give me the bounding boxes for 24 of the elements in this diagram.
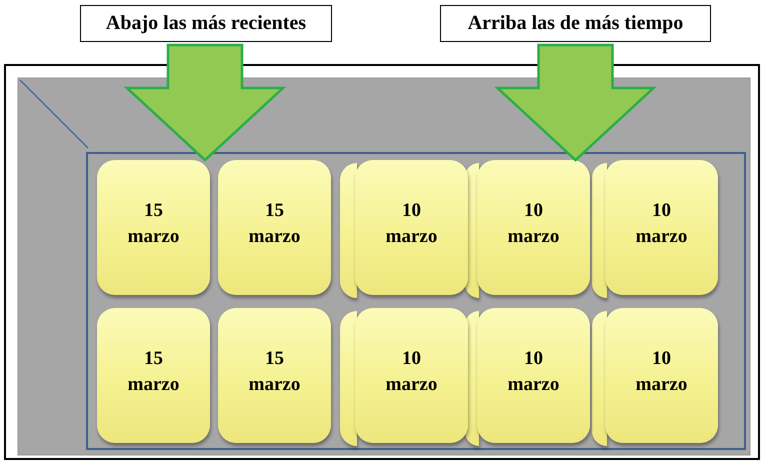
date-text: 10 marzo [508, 347, 560, 397]
date-card [97, 160, 210, 295]
date-card [218, 160, 331, 295]
date-card [355, 308, 468, 443]
date-card [477, 308, 590, 443]
caption-box: Abajo las más recientes [80, 5, 332, 42]
date-text: 10 marzo [386, 347, 438, 397]
date-card [605, 160, 718, 295]
date-card [605, 308, 718, 443]
date-text: 10 marzo [386, 199, 438, 249]
block-arrow [494, 44, 657, 162]
date-text: 15 marzo [248, 347, 300, 397]
date-text: 15 marzo [248, 199, 300, 249]
date-text: 10 marzo [508, 199, 560, 249]
date-card [477, 160, 590, 295]
caption-box: Arriba las de más tiempo [440, 5, 711, 42]
date-card [355, 160, 468, 295]
date-card [97, 308, 210, 443]
block-arrow [124, 44, 286, 162]
date-text: 10 marzo [636, 199, 688, 249]
date-text: 15 marzo [128, 199, 180, 249]
date-card [218, 308, 331, 443]
date-text: 15 marzo [128, 347, 180, 397]
date-text: 10 marzo [636, 347, 688, 397]
